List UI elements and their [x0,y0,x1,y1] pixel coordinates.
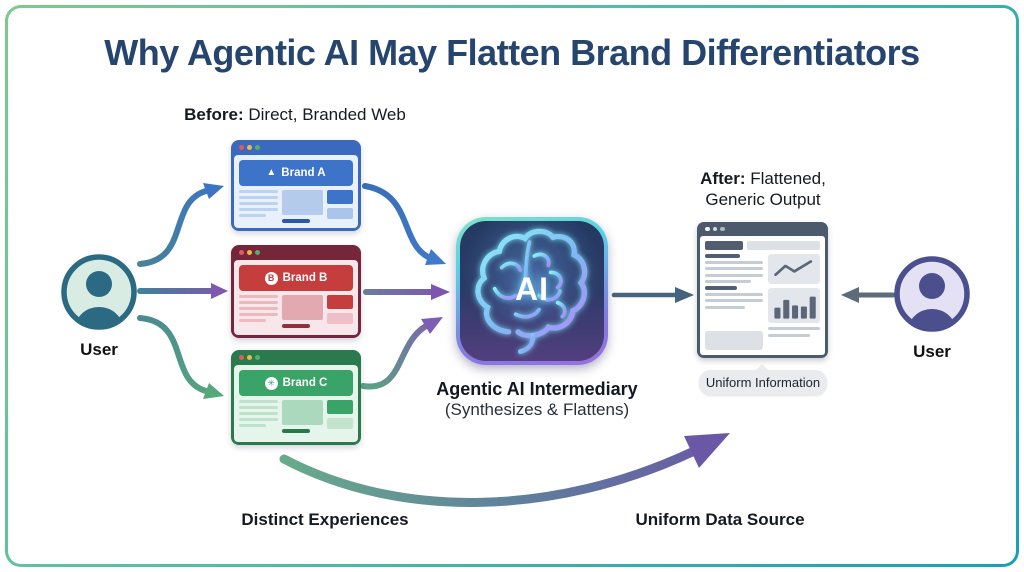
header-row [705,241,820,250]
green-dot-icon [255,145,260,150]
brand-c-window: ✳ Brand C [231,350,361,445]
user-avatar-icon [894,256,970,332]
brand-a-window: ▲ Brand A [231,140,361,231]
side-blocks [326,400,353,437]
generic-output-window [697,222,828,358]
window-titlebar [700,222,825,236]
brand-c-logo-icon: ✳ [264,376,278,390]
line-chart-icon [767,254,820,285]
red-dot-icon [239,145,244,150]
after-caption-line2: Generic Output [705,190,821,209]
dot-icon [720,226,725,232]
distinct-experiences-label: Distinct Experiences [241,510,409,529]
user-left-label: User [80,340,118,359]
ai-sublabel: (Synthesizes & Flattens) [444,400,630,419]
brain-icon [475,228,588,354]
brand-b-window: B Brand B [231,245,361,338]
before-caption: Before: Direct, Branded Web [170,105,420,125]
brand-b-banner: B Brand B [239,265,353,291]
uniform-data-source-label: Uniform Data Source [635,510,805,529]
arrow-user-to-brand-c [137,315,224,399]
yellow-dot-icon [247,250,252,255]
brand-b-name: Brand B [282,272,328,284]
dot-icon [712,226,717,232]
arrow-user-to-brand-a [137,183,224,267]
before-caption-prefix: Before: [184,105,244,124]
red-dot-icon [239,250,244,255]
window-titlebar [234,350,358,365]
brand-c-banner: ✳ Brand C [239,370,353,396]
arrow-user-to-output [841,287,896,303]
text-lines [239,295,278,330]
user-avatar-icon [61,254,137,330]
red-dot-icon [239,355,244,360]
text-lines [239,400,278,437]
brand-a-name: Brand A [281,167,326,179]
brand-b-logo-icon: B [264,271,278,285]
text-lines [705,254,763,350]
ai-badge: AI [515,271,549,308]
after-caption-rest: Flattened, [745,169,826,188]
arrow-brand-c-to-ai [360,317,443,390]
yellow-dot-icon [247,145,252,150]
brand-a-logo-icon: ▲ [266,167,277,178]
text-lines [239,190,278,223]
ai-label: Agentic AI Intermediary [436,379,638,399]
window-titlebar [234,245,358,260]
before-caption-rest: Direct, Branded Web [243,105,406,124]
bar-chart-icon [767,288,820,324]
content-block [281,400,323,437]
after-caption-prefix: After: [700,169,746,188]
brand-a-banner: ▲ Brand A [239,160,353,186]
side-blocks [326,190,353,223]
page-title: Why Agentic AI May Flatten Brand Differe… [104,32,920,73]
dot-icon [705,226,710,232]
user-left: User [60,253,138,360]
green-dot-icon [255,250,260,255]
agentic-ai-tile: AI [456,217,608,365]
content-block [281,295,323,330]
user-right-label: User [913,342,951,361]
footer-card [705,331,763,350]
arrow-user-to-brand-b [137,283,228,299]
user-right: User [893,255,971,362]
green-dot-icon [255,355,260,360]
arrow-brand-b-to-ai [363,284,450,300]
yellow-dot-icon [247,355,252,360]
brand-c-name: Brand C [282,377,328,389]
side-blocks [326,295,353,330]
uniform-information-tag: Uniform Information [699,364,827,395]
content-block [281,190,323,223]
arrow-brand-a-to-ai [362,183,446,265]
window-titlebar [234,140,358,155]
after-caption: After: Flattened, Generic Output [668,168,858,210]
arrow-ai-to-output [611,287,694,303]
